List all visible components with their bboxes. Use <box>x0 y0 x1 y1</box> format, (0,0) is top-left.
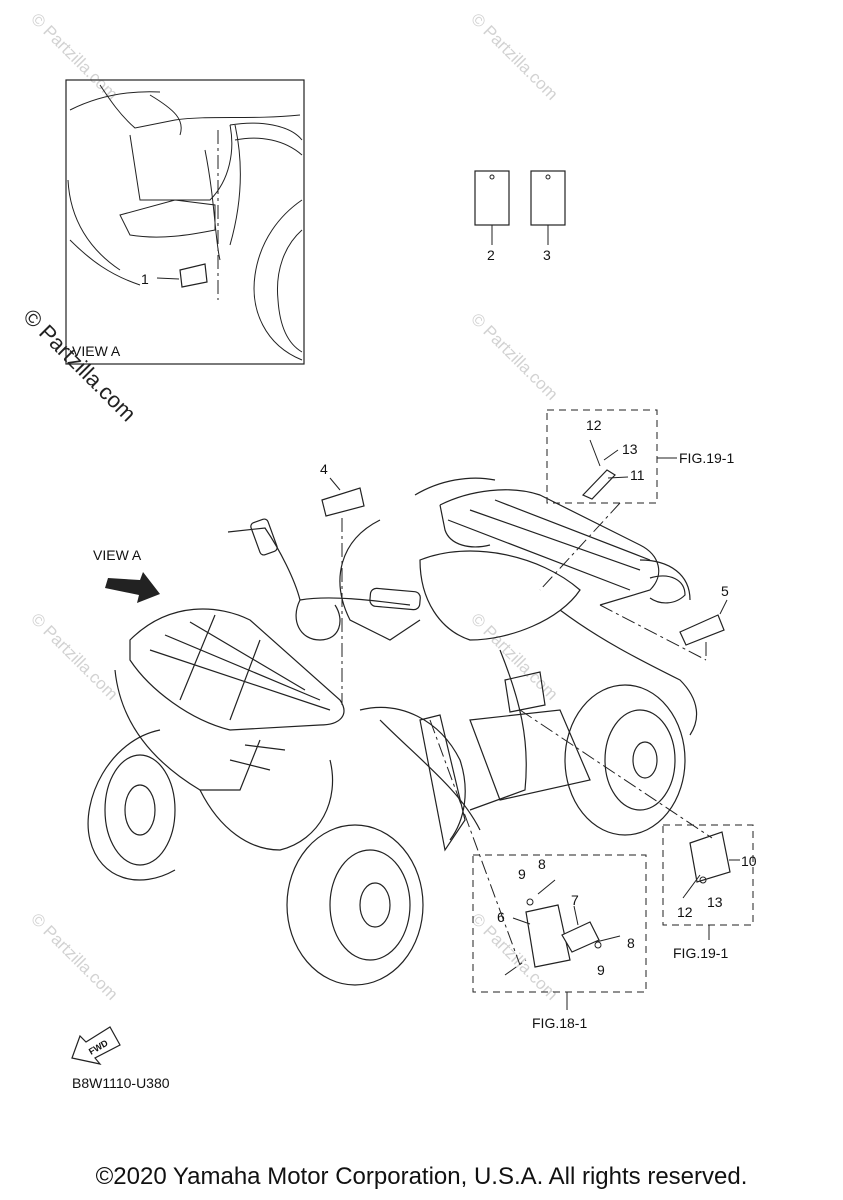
fwd-arrow-icon: FWD <box>71 1026 121 1065</box>
watermark: © Partzilla.com <box>27 909 121 1003</box>
fig19-right-group: FIG.19-1 10 12 13 <box>519 709 757 961</box>
fig18-group: FIG.18-1 6 7 8 9 8 9 <box>429 719 647 1031</box>
callout-3: 3 <box>543 247 551 263</box>
callout-13: 13 <box>622 441 638 457</box>
callout-2: 2 <box>487 247 495 263</box>
decal-4: 4 <box>320 461 365 705</box>
fig-ref-19-top: FIG.19-1 <box>679 450 734 466</box>
watermark: © Partzilla.com <box>27 9 121 103</box>
callout-12b: 12 <box>677 904 693 920</box>
callout-5: 5 <box>721 583 729 599</box>
callout-10: 10 <box>741 853 757 869</box>
callout-13b: 13 <box>707 894 723 910</box>
watermark: © Partzilla.com <box>467 309 561 403</box>
callout-11: 11 <box>630 467 645 483</box>
view-a-label: VIEW A <box>72 343 121 359</box>
callout-8: 8 <box>538 856 546 872</box>
fig-ref-19-right: FIG.19-1 <box>673 945 728 961</box>
decal-5: 5 <box>599 583 729 661</box>
view-a-arrow-icon <box>105 572 160 603</box>
drawing-code: B8W1110-U380 <box>72 1075 170 1091</box>
view-a-arrow: VIEW A <box>93 547 160 603</box>
atv-outline <box>87 477 698 986</box>
view-a-inset: 1 VIEW A <box>65 79 305 365</box>
watermark: © Partzilla.com <box>467 9 561 103</box>
callout-1: 1 <box>141 271 149 287</box>
callout-4: 4 <box>320 461 328 477</box>
callout-12: 12 <box>586 417 602 433</box>
decals-2-3: 2 3 <box>474 170 566 263</box>
callout-8b: 8 <box>627 935 635 951</box>
watermark-large: © Partzilla.com <box>18 304 141 427</box>
copyright-notice: ©2020 Yamaha Motor Corporation, U.S.A. A… <box>95 1163 748 1190</box>
view-a-arrow-label: VIEW A <box>93 547 142 563</box>
fig-ref-18: FIG.18-1 <box>532 1015 587 1031</box>
callout-7: 7 <box>571 892 579 908</box>
watermark: © Partzilla.com <box>27 609 121 703</box>
fig19-top-group: FIG.19-1 12 13 11 <box>539 409 734 591</box>
callout-6: 6 <box>497 909 505 925</box>
watermark-layer: © Partzilla.com © Partzilla.com © Partzi… <box>18 9 561 1003</box>
callout-9: 9 <box>518 866 526 882</box>
callout-9b: 9 <box>597 962 605 978</box>
